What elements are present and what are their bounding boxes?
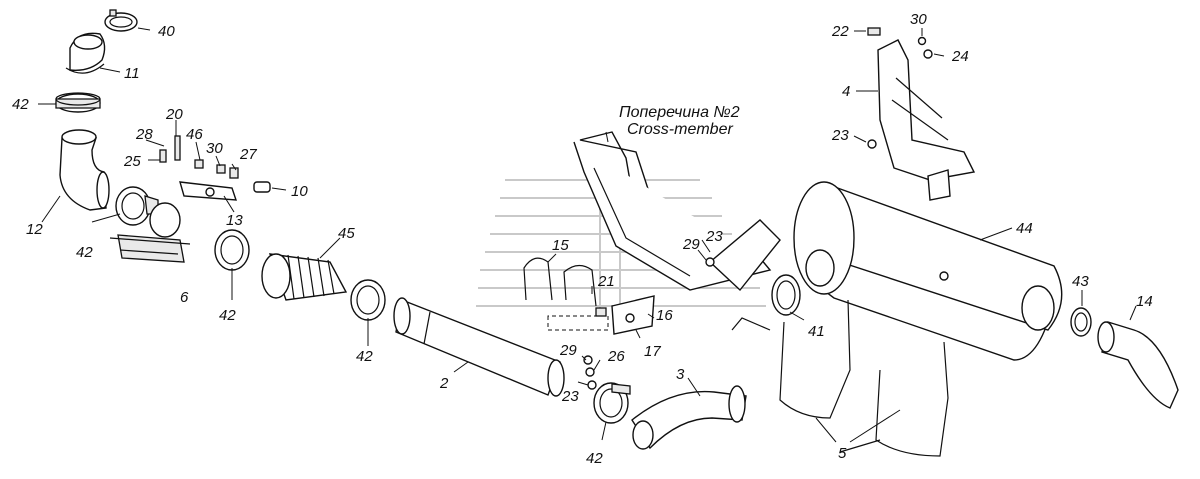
assembly-dashed-outline [547,315,609,331]
callout-43: 43 [1072,273,1089,290]
callout-11: 11 [124,65,140,82]
part-6-bracket [109,202,191,263]
part-43-clamp [1070,307,1092,337]
part-22-bolt [867,27,933,149]
callout-40: 40 [158,23,175,40]
part-13-bracket [159,135,271,201]
callout-42: 42 [356,348,373,365]
part-2-long-pipe [393,297,565,397]
callout-23: 23 [705,228,723,245]
part-45-flex-hose [261,253,348,301]
part-11-elbow [65,32,106,74]
callout-22: 22 [831,23,849,40]
callout-6: 6 [180,289,189,306]
part-4-bracket [877,39,976,201]
part-bracket-right [705,219,781,292]
part-40-clamp [104,9,138,32]
part-42-clamp-top [55,92,101,113]
part-3-bend-pipe [631,385,747,450]
callout-42: 42 [76,244,93,261]
callout-42: 42 [219,307,236,324]
callout-29: 29 [559,342,577,359]
callout-30: 30 [206,140,223,157]
callout-23: 23 [561,388,579,405]
part-14-tail-pipe [1097,321,1179,409]
part-15-u-bolt [523,257,597,307]
part-42-clamp-e [593,382,631,424]
callout-4: 4 [842,83,850,100]
callout-13: 13 [226,212,243,229]
crossmember-label-ru: Поперечина №2 [619,104,740,121]
callout-41: 41 [808,323,825,340]
callout-16: 16 [656,307,673,324]
callout-20: 20 [165,106,183,123]
callout-24: 24 [951,48,969,65]
callout-42: 42 [12,96,29,113]
callout-23: 23 [831,127,849,144]
callout-3: 3 [676,366,685,383]
callout-21: 21 [597,273,615,290]
callout-26: 26 [607,348,625,365]
part-41-clamp [771,274,801,316]
callout-45: 45 [338,225,355,242]
part-42-clamp-c [214,229,250,271]
part-12-bend-pipe [59,129,110,211]
part-42-clamp-b [115,186,159,226]
callout-28: 28 [135,126,153,143]
callout-25: 25 [123,153,141,170]
part-16-plate [611,295,655,335]
callouts: 40 11 42 12 42 6 42 45 42 20 28 46 30 27… [12,11,1153,467]
callout-10: 10 [291,183,308,200]
leader-lines [38,27,1137,443]
callout-42: 42 [586,450,603,467]
part-44-muffler [793,181,1063,361]
crossmember-label-en: Cross-member [627,121,733,138]
callout-14: 14 [1136,293,1153,310]
callout-30: 30 [910,11,927,28]
callout-2: 2 [439,375,449,392]
callout-44: 44 [1016,220,1033,237]
callout-15: 15 [552,237,569,254]
callout-12: 12 [26,221,43,238]
part-washers [583,307,607,390]
part-5-straps [731,299,949,457]
callout-27: 27 [239,146,257,163]
callout-5: 5 [838,445,847,462]
callout-17: 17 [644,343,661,360]
part-42-clamp-d [350,279,386,321]
callout-29: 29 [682,236,700,253]
callout-46: 46 [186,126,203,143]
